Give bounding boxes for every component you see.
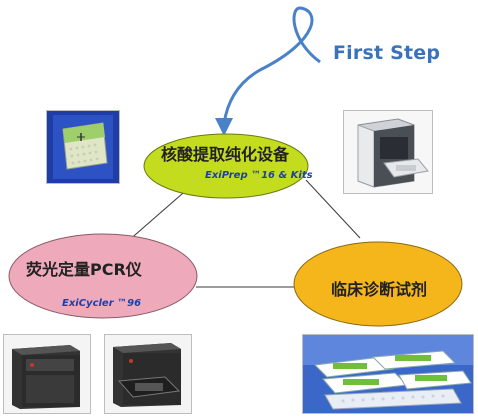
extraction-title: 核酸提取纯化设备: [160, 145, 289, 164]
node-pcr-ellipse: [8, 233, 198, 319]
first-step-arrowhead: [215, 118, 233, 136]
node-diagnostics-ellipse: [293, 241, 463, 327]
pcr-instrument-closed-photo: [3, 334, 91, 414]
extraction-instrument-image: [344, 111, 432, 193]
first-step-label: First Step: [333, 42, 441, 64]
node-extraction-ellipse: [143, 133, 309, 199]
pcr-plate-image: [47, 111, 119, 183]
pcr-title: 荧光定量PCR仪: [26, 260, 142, 279]
connector-extraction-diagnostics: [305, 179, 361, 239]
first-step-arrow: [222, 6, 321, 125]
pcr-instrument-open-photo: [104, 334, 192, 414]
pcr-instrument-closed-image: [4, 335, 90, 413]
extraction-subtitle: ExiPrep ™16 & Kits: [205, 170, 313, 181]
reagent-kits-image: [303, 335, 473, 413]
pcr-subtitle: ExiCycler ™96: [62, 298, 142, 309]
diagnostics-title: 临床诊断试剂: [330, 280, 427, 299]
reagent-kits-photo: [302, 334, 474, 414]
extraction-instrument-photo: [343, 110, 433, 194]
pcr-plate-photo: [46, 110, 120, 184]
pcr-instrument-open-image: [105, 335, 191, 413]
